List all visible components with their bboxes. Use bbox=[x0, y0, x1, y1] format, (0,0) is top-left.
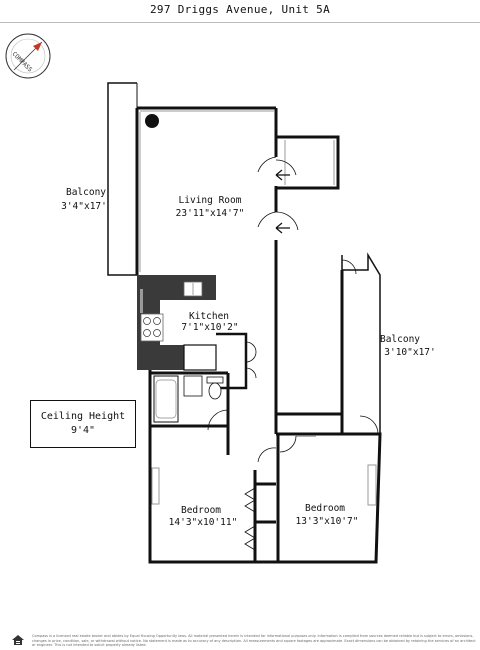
living-room bbox=[135, 106, 278, 346]
ceiling-height-value: 9'4" bbox=[70, 425, 96, 436]
bathroom bbox=[148, 370, 230, 431]
page-title: 297 Driggs Avenue, Unit 5A bbox=[150, 3, 330, 16]
bedroom-right-name: Bedroom bbox=[305, 503, 345, 514]
bathtub-icon bbox=[153, 375, 179, 423]
kitchen-name: Kitchen bbox=[189, 311, 229, 322]
kitchen-dims: 7'1"x10'2" bbox=[181, 322, 238, 333]
entry-arrow-icon bbox=[275, 169, 290, 181]
bedroom-left-name: Bedroom bbox=[181, 505, 221, 516]
compass-icon: COMPASS bbox=[5, 33, 51, 79]
balcony-left bbox=[107, 82, 138, 276]
living-room-dims: 23'11"x14'7" bbox=[176, 208, 245, 219]
ceiling-height-label: Ceiling Height bbox=[40, 411, 126, 422]
kitchen-closet bbox=[216, 332, 257, 390]
entry-arrow-icon bbox=[275, 222, 290, 234]
closet-top bbox=[275, 135, 340, 231]
balcony-right bbox=[276, 252, 381, 435]
footer-disclaimer: Compass is a licensed real estate broker… bbox=[32, 634, 476, 647]
fridge-icon bbox=[183, 344, 217, 371]
bedroom-left bbox=[148, 426, 278, 564]
bedroom-left-dims: 14'3"x10'11" bbox=[169, 517, 238, 528]
bedroom-right-dims: 13'3"x10'7" bbox=[296, 516, 359, 527]
stove-icon bbox=[140, 313, 164, 342]
vanity-icon bbox=[183, 375, 203, 397]
title-bar: 297 Driggs Avenue, Unit 5A bbox=[0, 0, 480, 23]
toilet-icon bbox=[206, 376, 224, 400]
equal-housing-icon bbox=[12, 635, 24, 645]
living-room-name: Living Room bbox=[179, 195, 242, 206]
bedroom-right bbox=[274, 346, 382, 564]
kitchen bbox=[137, 275, 217, 371]
footer: Compass is a licensed real estate broker… bbox=[8, 633, 478, 649]
balcony-left-name: Balcony bbox=[66, 187, 106, 198]
balcony-left-dims: 3'4"x17' bbox=[61, 201, 107, 212]
column-icon bbox=[145, 114, 159, 128]
balcony-right-dims: 3'10"x17' bbox=[384, 347, 435, 358]
ceiling-height-box: Ceiling Height 9'4" bbox=[30, 400, 136, 448]
balcony-right-name: Balcony bbox=[380, 334, 420, 345]
